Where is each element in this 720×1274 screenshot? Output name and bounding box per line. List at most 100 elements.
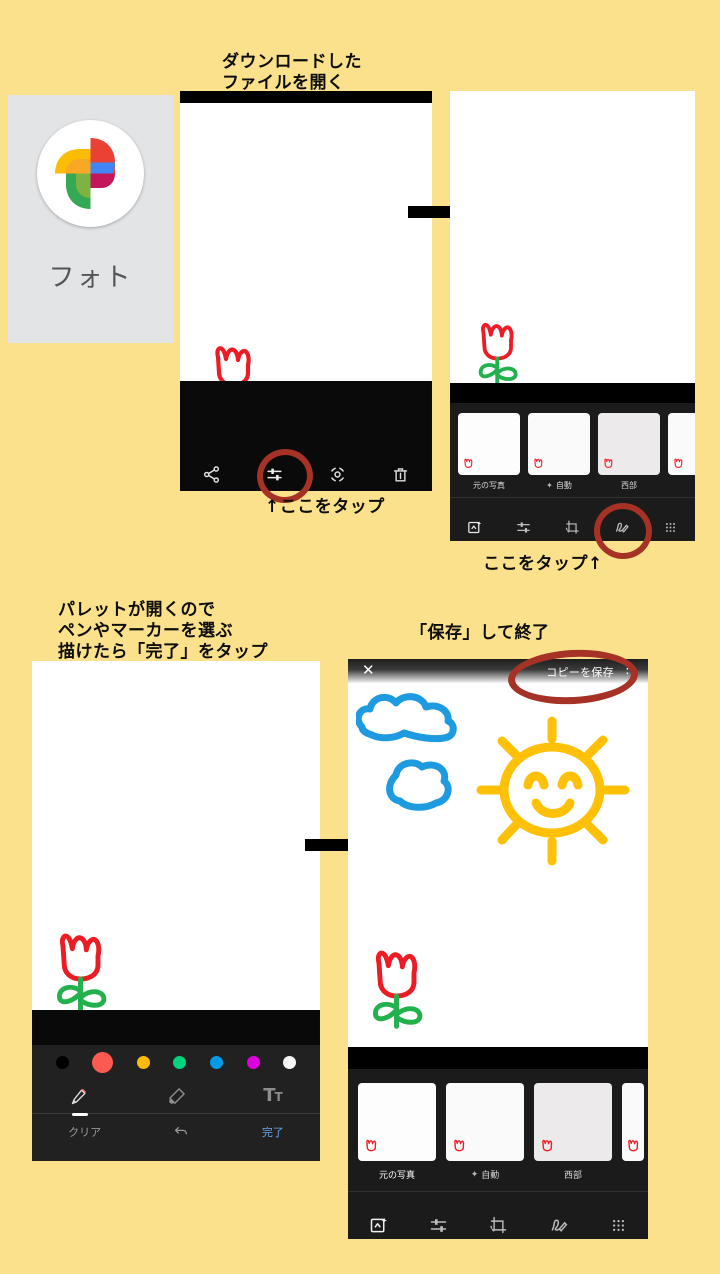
filter-item[interactable]: 西部 bbox=[534, 1083, 612, 1181]
tulip-drawing bbox=[57, 933, 107, 1012]
lens-icon[interactable] bbox=[328, 465, 347, 488]
filter-label: 元の写真 bbox=[358, 1168, 436, 1181]
tulip-drawing bbox=[373, 950, 423, 1029]
share-icon[interactable] bbox=[202, 465, 221, 488]
color-swatch-row[interactable] bbox=[32, 1045, 320, 1079]
nav-suggestions[interactable] bbox=[466, 519, 483, 536]
tool-pen[interactable] bbox=[70, 1086, 90, 1116]
active-tool-indicator bbox=[72, 1113, 89, 1116]
filter-thumbnail bbox=[458, 413, 520, 475]
nav-adjust[interactable] bbox=[428, 1215, 449, 1236]
nav-markup[interactable] bbox=[613, 519, 630, 536]
filter-label: 西部 bbox=[598, 480, 660, 491]
undo-icon[interactable] bbox=[173, 1123, 189, 1142]
tulip-drawing bbox=[478, 322, 518, 385]
color-swatch-red[interactable] bbox=[92, 1051, 114, 1073]
phone-screen-markup-palette: TT クリア 完了 bbox=[32, 661, 320, 1161]
sun-drawing bbox=[476, 716, 630, 866]
auto-enhance-icon: ✦ bbox=[546, 481, 553, 490]
nav-markup[interactable] bbox=[548, 1215, 569, 1236]
filter-label: 元の写真 bbox=[458, 480, 520, 491]
nav-crop-rotate[interactable] bbox=[564, 519, 581, 536]
filter-filmstrip[interactable]: 元の写真 ✦ 自動 bbox=[450, 403, 695, 493]
phone-screen-viewer bbox=[180, 91, 432, 491]
color-swatch-white[interactable] bbox=[283, 1055, 297, 1069]
caption-step3-line1: パレットが開くので bbox=[58, 600, 216, 620]
filter-thumbnail bbox=[358, 1083, 436, 1161]
editor-panel: 元の写真 ✦ 自動 bbox=[348, 1069, 648, 1239]
phone-screen-editor: 元の写真 ✦ 自動 bbox=[450, 91, 695, 541]
google-photos-pinwheel-icon bbox=[37, 120, 144, 227]
divider bbox=[348, 1191, 648, 1192]
overflow-menu-icon[interactable]: ⋮ bbox=[621, 662, 634, 677]
filter-item[interactable]: 元の写真 bbox=[458, 413, 520, 491]
editor-bottom-nav bbox=[450, 510, 695, 541]
filter-item[interactable]: ✦ 自動 bbox=[446, 1083, 524, 1181]
photo-area bbox=[450, 91, 695, 385]
markup-palette: TT クリア 完了 bbox=[32, 1045, 320, 1161]
filter-label-text: 自動 bbox=[481, 1171, 500, 1181]
caption-step4: 「保存」して終了 bbox=[410, 623, 550, 643]
photo-area bbox=[348, 683, 648, 1047]
nav-more[interactable] bbox=[608, 1215, 629, 1236]
markup-black-gap bbox=[32, 1010, 320, 1045]
done-button[interactable]: 完了 bbox=[261, 1126, 284, 1139]
photo-area bbox=[32, 661, 320, 1012]
caption-step3-line3: 描けたら「完了」をタップ bbox=[58, 642, 268, 662]
editor-black-gap bbox=[450, 383, 695, 403]
cloud-drawing-1 bbox=[356, 693, 457, 743]
filter-item[interactable]: 西部 bbox=[598, 413, 660, 491]
caption-step1-note: ↑ここをタップ bbox=[265, 497, 385, 517]
filter-thumbnail bbox=[528, 413, 590, 475]
filter-label-text: 西部 bbox=[621, 481, 637, 490]
phone-screen-saved-drawing: ✕ コピーを保存 ⋮ bbox=[348, 659, 648, 1239]
filter-item[interactable]: ✦ 自動 bbox=[528, 413, 590, 491]
nav-suggestions[interactable] bbox=[368, 1215, 389, 1236]
filter-item[interactable] bbox=[622, 1083, 644, 1181]
color-swatch-blue[interactable] bbox=[210, 1055, 224, 1069]
color-swatch-black[interactable] bbox=[55, 1055, 69, 1069]
filter-label: ✦ 自動 bbox=[446, 1168, 524, 1182]
color-swatch-green[interactable] bbox=[173, 1055, 187, 1069]
filter-filmstrip[interactable]: 元の写真 ✦ 自動 bbox=[348, 1069, 648, 1183]
clear-button[interactable]: クリア bbox=[68, 1126, 102, 1139]
filter-label-text: 元の写真 bbox=[378, 1171, 415, 1181]
app-tile-label: フォト bbox=[48, 263, 133, 293]
caption-step3-line2: ペンやマーカーを選ぶ bbox=[58, 621, 233, 641]
photo-area bbox=[180, 103, 432, 414]
color-swatch-amber[interactable] bbox=[136, 1055, 150, 1069]
filter-item[interactable] bbox=[668, 413, 695, 491]
caption-step1-line2: ファイルを開く bbox=[222, 73, 345, 93]
nav-crop-rotate[interactable] bbox=[488, 1215, 509, 1236]
filter-thumbnail bbox=[622, 1083, 644, 1161]
photos-app-tile[interactable]: フォト bbox=[8, 95, 173, 343]
divider bbox=[32, 1113, 320, 1114]
filter-item[interactable]: 元の写真 bbox=[358, 1083, 436, 1181]
cloud-drawing-2 bbox=[386, 759, 452, 811]
filter-thumbnail bbox=[668, 413, 695, 475]
editor-panel: 元の写真 ✦ 自動 bbox=[450, 403, 695, 541]
tool-text[interactable]: TT bbox=[263, 1084, 282, 1107]
markup-action-row[interactable]: クリア 完了 bbox=[32, 1114, 320, 1150]
nav-more[interactable] bbox=[662, 519, 679, 536]
filter-label-text: 西部 bbox=[563, 1171, 582, 1181]
filter-thumbnail bbox=[534, 1083, 612, 1161]
caption-step1-line1: ダウンロードした bbox=[222, 52, 362, 72]
text-tool-glyph: TT bbox=[263, 1084, 282, 1106]
tool-marker[interactable] bbox=[167, 1086, 187, 1106]
caption-step2-note: ここをタップ↑ bbox=[483, 554, 603, 574]
save-copy-button[interactable]: コピーを保存 bbox=[546, 666, 614, 679]
close-icon[interactable]: ✕ bbox=[362, 661, 375, 679]
trash-icon[interactable] bbox=[391, 465, 410, 488]
auto-enhance-icon: ✦ bbox=[470, 1169, 479, 1180]
nav-adjust[interactable] bbox=[515, 519, 532, 536]
filter-label: ✦ 自動 bbox=[528, 480, 590, 491]
status-bar bbox=[180, 91, 432, 103]
markup-tool-row[interactable]: TT bbox=[32, 1079, 320, 1116]
editor-black-gap bbox=[348, 1047, 648, 1069]
filter-thumbnail bbox=[446, 1083, 524, 1161]
viewer-toolbar-bg bbox=[180, 381, 432, 491]
color-swatch-magenta[interactable] bbox=[246, 1055, 260, 1069]
edit-sliders-icon[interactable] bbox=[265, 465, 284, 488]
markup-top-bar: ✕ コピーを保存 ⋮ bbox=[348, 659, 648, 683]
